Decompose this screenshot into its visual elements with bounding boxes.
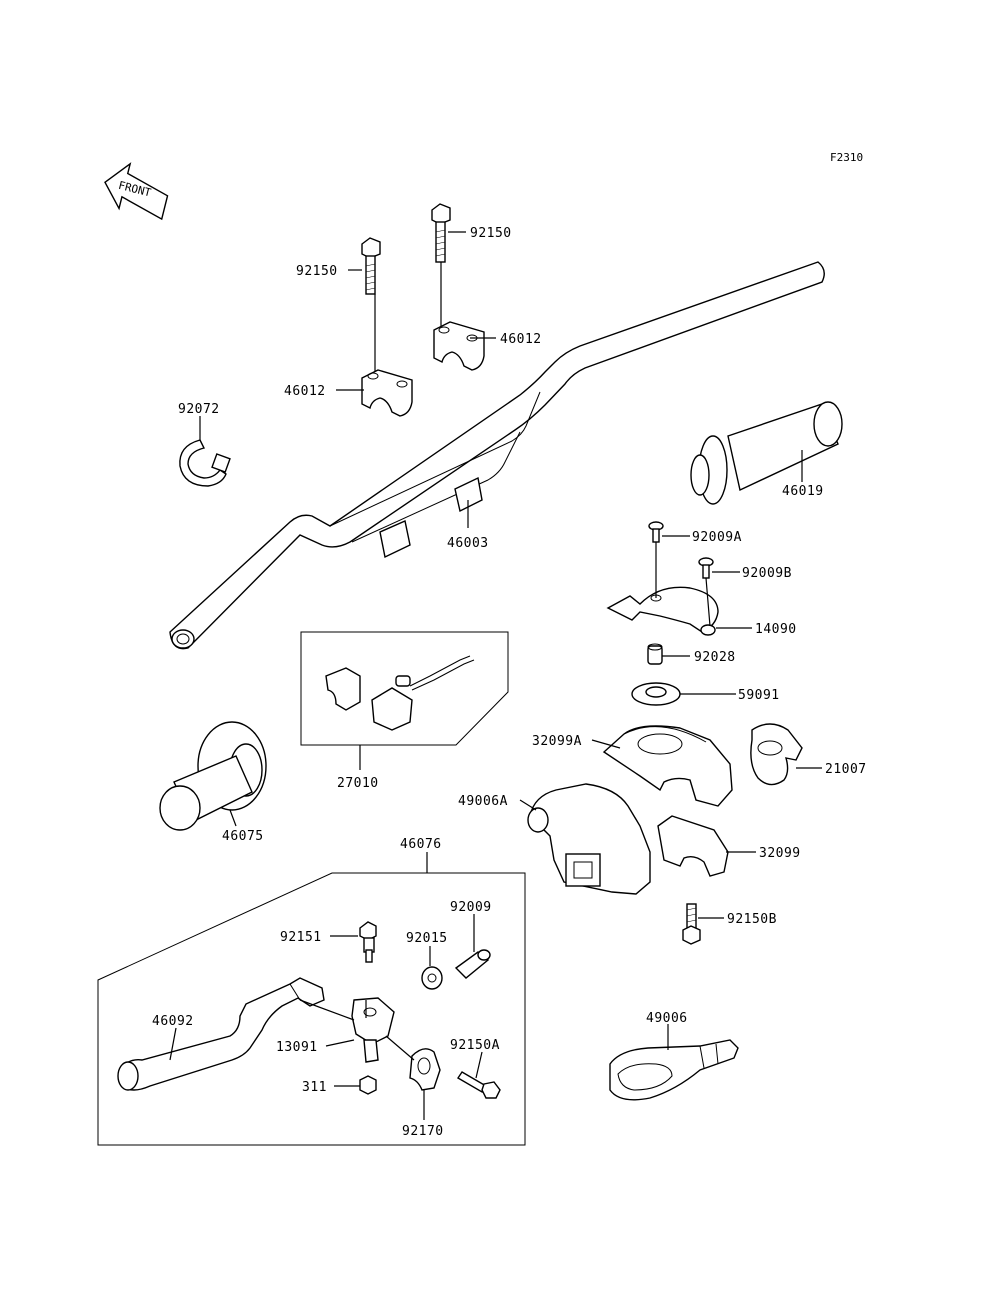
- handlebar-46003: [169, 261, 825, 650]
- front-arrow-icon: FRONT: [104, 162, 169, 221]
- label-92015: 92015: [406, 931, 448, 946]
- bolt-92150-left: [361, 237, 381, 295]
- washer-59091: [631, 682, 681, 706]
- clamp-46012-right: [433, 321, 485, 371]
- bolt-92150b: [682, 903, 701, 945]
- throttle-housing-32099a: [602, 725, 733, 807]
- screw-92009b: [698, 557, 714, 579]
- grip-cover-49006: [609, 1039, 739, 1101]
- label-46012-right: 46012: [500, 332, 542, 347]
- label-46003: 46003: [447, 536, 489, 551]
- label-92170: 92170: [402, 1124, 444, 1139]
- label-92009b: 92009B: [742, 566, 792, 581]
- clamp-46012-left: [361, 369, 413, 417]
- label-13091: 13091: [276, 1040, 318, 1055]
- label-46019: 46019: [782, 484, 824, 499]
- housing-32099: [657, 815, 729, 877]
- clamp-92170: [409, 1048, 441, 1091]
- label-46012-left: 46012: [284, 384, 326, 399]
- label-46075: 46075: [222, 829, 264, 844]
- grip-46075: [159, 721, 267, 831]
- adjuster-92009: [454, 949, 491, 979]
- label-92150b: 92150B: [727, 912, 777, 927]
- lever-assembly-box-46076: [97, 872, 526, 1146]
- label-46076: 46076: [400, 837, 442, 852]
- label-49006a: 49006A: [458, 794, 508, 809]
- bolt-92150a: [457, 1071, 501, 1099]
- sleeve-92028: [647, 643, 663, 665]
- bracket-13091: [351, 997, 395, 1063]
- label-14090: 14090: [755, 622, 797, 637]
- part-labels: 92150 92150 46012 46012 92072 46019 4600…: [152, 226, 867, 1139]
- label-92150a: 92150A: [450, 1038, 500, 1053]
- label-49006: 49006: [646, 1011, 688, 1026]
- label-311: 311: [302, 1080, 327, 1095]
- label-32099: 32099: [759, 846, 801, 861]
- label-92072: 92072: [178, 402, 220, 417]
- label-92150-right: 92150: [470, 226, 512, 241]
- cap-21007: [750, 723, 803, 786]
- bolt-92150-right: [431, 203, 451, 263]
- bolt-92151: [359, 921, 377, 963]
- throttle-grip-49006a: [527, 783, 651, 895]
- grip-46019: [690, 401, 843, 505]
- nut-311: [359, 1075, 377, 1095]
- label-92151: 92151: [280, 930, 322, 945]
- screw-92009a: [648, 521, 664, 543]
- label-46092: 46092: [152, 1014, 194, 1029]
- label-27010: 27010: [337, 776, 379, 791]
- label-92028: 92028: [694, 650, 736, 665]
- switch-assembly-box-27010: [300, 631, 509, 746]
- label-59091: 59091: [738, 688, 780, 703]
- band-92072: [179, 439, 231, 487]
- label-21007: 21007: [825, 762, 867, 777]
- label-32099a: 32099A: [532, 734, 582, 749]
- nut-92015: [421, 966, 443, 990]
- figure-code: F2310: [830, 151, 863, 164]
- label-92009a: 92009A: [692, 530, 742, 545]
- label-92009: 92009: [450, 900, 492, 915]
- cover-14090: [606, 586, 719, 636]
- lever-46092: [117, 977, 325, 1091]
- leader-lines: [169, 231, 822, 1120]
- label-92150-left: 92150: [296, 264, 338, 279]
